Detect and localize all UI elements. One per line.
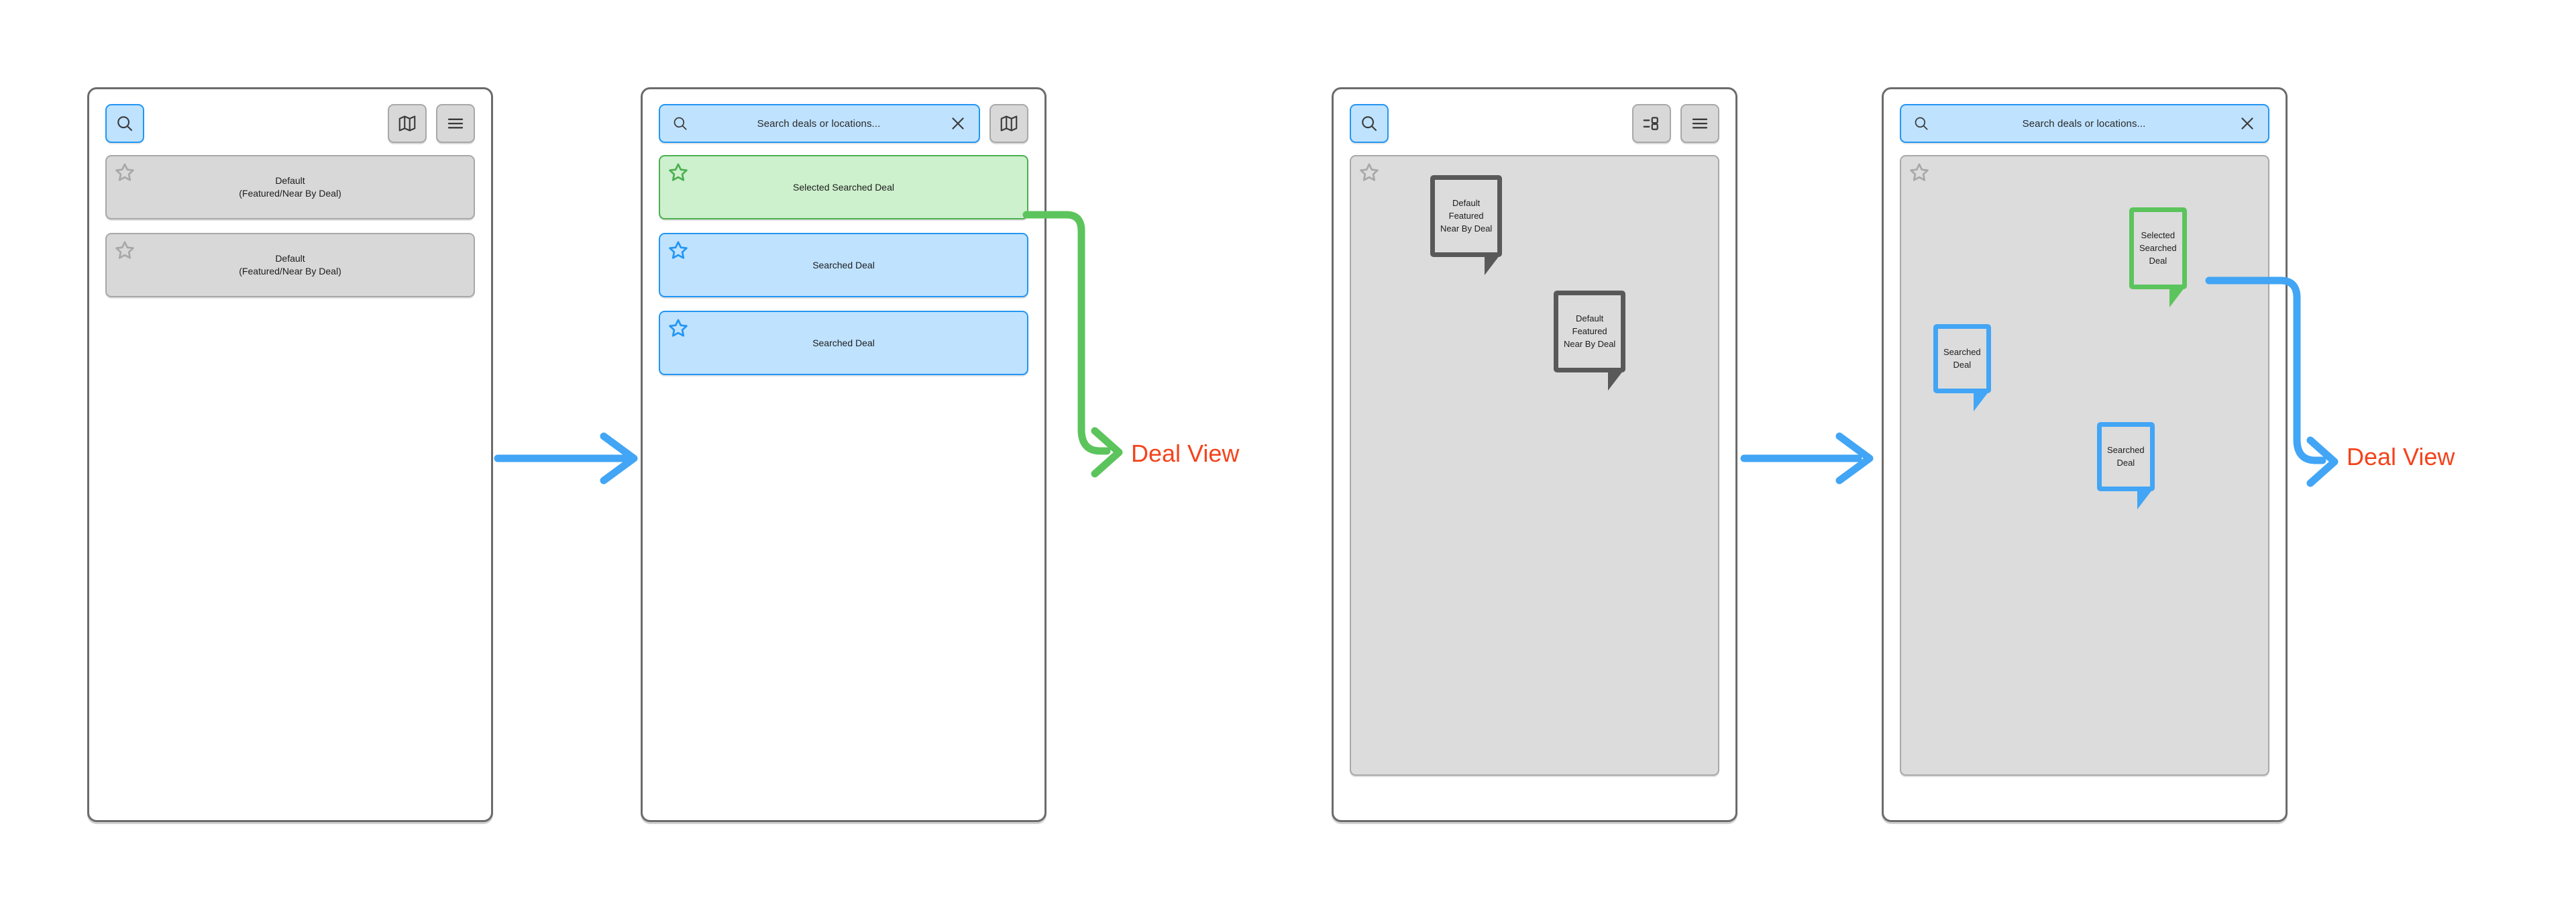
- map-marker-bubble: Searched Deal: [1933, 324, 1991, 412]
- phone-screen-map-default: Default Featured Near By Deal Default Fe…: [1332, 87, 1737, 822]
- marker-tail-icon: [1973, 389, 1991, 412]
- star-outline-icon[interactable]: [113, 161, 136, 187]
- deal-card-label: Default (Featured/Near By Deal): [239, 175, 341, 199]
- marker-tail-icon: [2137, 487, 2155, 510]
- deal-view-label-right: Deal View: [2347, 443, 2455, 470]
- map-icon: [1000, 115, 1018, 132]
- toolbar: Search deals or locations...: [1900, 104, 2269, 143]
- search-icon: [117, 116, 133, 132]
- hamburger-menu-icon: [1692, 118, 1708, 129]
- deal-card-label: Selected Searched Deal: [793, 181, 894, 193]
- close-x-icon: [2241, 117, 2253, 130]
- search-button[interactable]: [1350, 104, 1389, 143]
- map-marker-bubble: Selected Searched Deal: [2129, 207, 2187, 308]
- map-marker-bubble: Default Featured Near By Deal: [1554, 291, 1626, 391]
- map-marker[interactable]: Default Featured Near By Deal: [1430, 175, 1503, 276]
- deal-card-selected[interactable]: Selected Searched Deal: [659, 155, 1028, 219]
- deal-card-label: Searched Deal: [812, 337, 875, 348]
- star-outline-icon[interactable]: [667, 317, 690, 343]
- star-outline-icon[interactable]: [1908, 161, 1931, 187]
- star-outline-icon[interactable]: [113, 239, 136, 265]
- menu-button[interactable]: [1680, 104, 1719, 143]
- map-panel[interactable]: Default Featured Near By Deal Default Fe…: [1350, 155, 1719, 776]
- marker-tail-icon: [2169, 285, 2187, 308]
- star-outline-icon[interactable]: [667, 161, 690, 187]
- map-marker-label: Default Featured Near By Deal: [1564, 313, 1616, 349]
- phone-screen-map-searched: Search deals or locations...: [1882, 87, 2288, 822]
- clear-search-button[interactable]: [2237, 114, 2257, 133]
- clear-search-button[interactable]: [948, 114, 968, 133]
- flow-arrow-2: [1740, 432, 1874, 485]
- deal-list: Selected Searched Deal Searched Deal: [659, 155, 1028, 375]
- map-marker[interactable]: Searched Deal: [1933, 324, 1991, 412]
- marker-tail-icon: [1485, 252, 1503, 276]
- search-icon: [1912, 115, 1931, 132]
- deal-card[interactable]: Default (Featured/Near By Deal): [105, 155, 475, 219]
- deal-card[interactable]: Default (Featured/Near By Deal): [105, 233, 475, 297]
- map-marker-selected[interactable]: Selected Searched Deal: [2129, 207, 2187, 308]
- list-layout-icon: [1643, 117, 1658, 130]
- search-input-value[interactable]: Search deals or locations...: [757, 117, 881, 130]
- search-icon: [671, 115, 690, 132]
- list-view-button[interactable]: [1632, 104, 1671, 143]
- search-button[interactable]: [105, 104, 144, 143]
- search-input[interactable]: Search deals or locations...: [659, 104, 980, 143]
- map-marker-bubble: Searched Deal: [2097, 422, 2155, 510]
- deal-card-label: Default (Featured/Near By Deal): [239, 253, 341, 276]
- menu-button[interactable]: [436, 104, 475, 143]
- marker-tail-icon: [1608, 368, 1626, 391]
- deal-view-label-left: Deal View: [1131, 440, 1240, 467]
- map-marker[interactable]: Searched Deal: [2097, 422, 2155, 510]
- deal-card-label: Searched Deal: [812, 259, 875, 270]
- map-marker-bubble: Default Featured Near By Deal: [1430, 175, 1503, 276]
- search-input-value[interactable]: Search deals or locations...: [2022, 117, 2146, 130]
- toolbar: [1350, 104, 1719, 143]
- toolbar: Search deals or locations...: [659, 104, 1028, 143]
- deal-card[interactable]: Searched Deal: [659, 233, 1028, 297]
- deal-list: Default (Featured/Near By Deal) Default …: [105, 155, 475, 297]
- map-panel[interactable]: Selected Searched Deal Searched Deal Sea…: [1900, 155, 2269, 776]
- map-marker-label: Searched Deal: [1943, 346, 1981, 370]
- phone-screen-list-default: Default (Featured/Near By Deal) Default …: [87, 87, 493, 822]
- close-x-icon: [952, 117, 964, 130]
- star-outline-icon[interactable]: [667, 239, 690, 265]
- map-marker-label: Searched Deal: [2107, 444, 2145, 468]
- hamburger-menu-icon: [447, 118, 464, 129]
- map-view-button[interactable]: [989, 104, 1028, 143]
- map-icon: [398, 115, 416, 132]
- phone-screen-list-searched: Search deals or locations...: [641, 87, 1046, 822]
- search-input[interactable]: Search deals or locations...: [1900, 104, 2269, 143]
- search-icon: [1362, 116, 1377, 132]
- flow-arrow-1: [494, 432, 638, 485]
- map-view-button[interactable]: [388, 104, 427, 143]
- deal-card[interactable]: Searched Deal: [659, 311, 1028, 375]
- toolbar: [105, 104, 475, 143]
- map-marker-label: Default Featured Near By Deal: [1440, 197, 1493, 234]
- map-marker-label: Selected Searched Deal: [2139, 230, 2177, 266]
- map-marker[interactable]: Default Featured Near By Deal: [1554, 291, 1626, 391]
- star-outline-icon[interactable]: [1358, 161, 1381, 187]
